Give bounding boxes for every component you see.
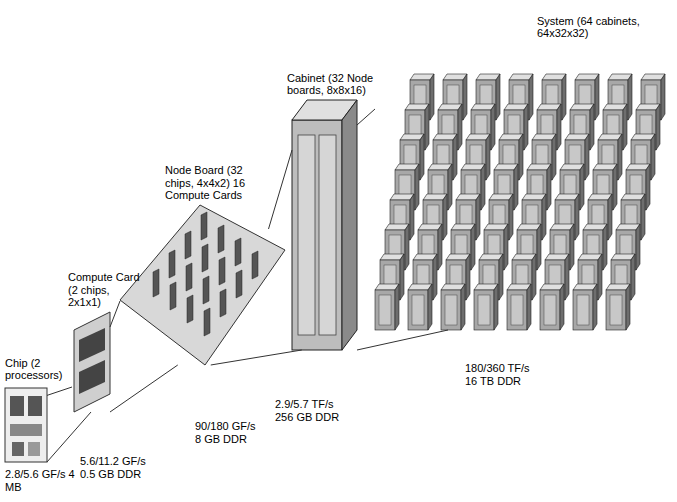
hardware-level: System (64 cabinets, 64x32x32) [375,70,667,330]
expansion-line [211,350,302,365]
performance-label: 2.8/5.6 GF/s 4 MB [5,468,75,493]
expansion-line [269,150,293,229]
hardware-level: Node Board (32 chips, 4x4x2) 16 Compute … [120,205,285,365]
performance-label: 2.9/5.7 TF/s 256 GB DDR [275,398,343,423]
hardware-level: Chip (2 processors) [5,388,47,462]
hardware-level: Cabinet (32 Node boards, 8x8x16) [292,100,357,350]
expansion-line [47,412,91,462]
expansion-line [357,330,448,350]
performance-label: 5.6/11.2 GF/s 0.5 GB DDR [80,455,155,480]
expansion-line [47,387,72,395]
performance-label: 90/180 GF/s 8 GB DDR [195,420,261,445]
level-heading: Chip (2 processors) [5,357,80,382]
system-picture [375,74,665,330]
level-heading: System (64 cabinets, 64x32x32) [537,15,665,40]
level-heading-group: Cabinet (32 Node boards, 8x8x16) [287,72,379,97]
level-heading: Cabinet (32 Node boards, 8x8x16) [287,72,379,97]
expansion-line [110,301,120,327]
chip-picture [5,388,47,462]
node-board-picture [120,205,285,365]
level-heading-group: System (64 cabinets, 64x32x32) [537,15,665,40]
cabinet-picture [292,100,357,350]
expansion-line [110,365,178,412]
level-heading: Compute Card (2 chips, 2x1x1) [68,271,144,309]
hardware-level: Compute Card (2 chips, 2x1x1) [72,312,110,412]
performance-label: 180/360 TF/s 16 TB DDR [465,362,537,387]
compute-card-picture [74,312,110,412]
level-heading-group: Node Board (32 chips, 4x4x2) 16 Compute … [165,164,261,202]
level-heading-group: Chip (2 processors) [5,357,80,382]
expansion-line [357,109,375,125]
level-heading: Node Board (32 chips, 4x4x2) 16 Compute … [165,164,261,202]
level-heading-group: Compute Card (2 chips, 2x1x1) [68,271,144,309]
